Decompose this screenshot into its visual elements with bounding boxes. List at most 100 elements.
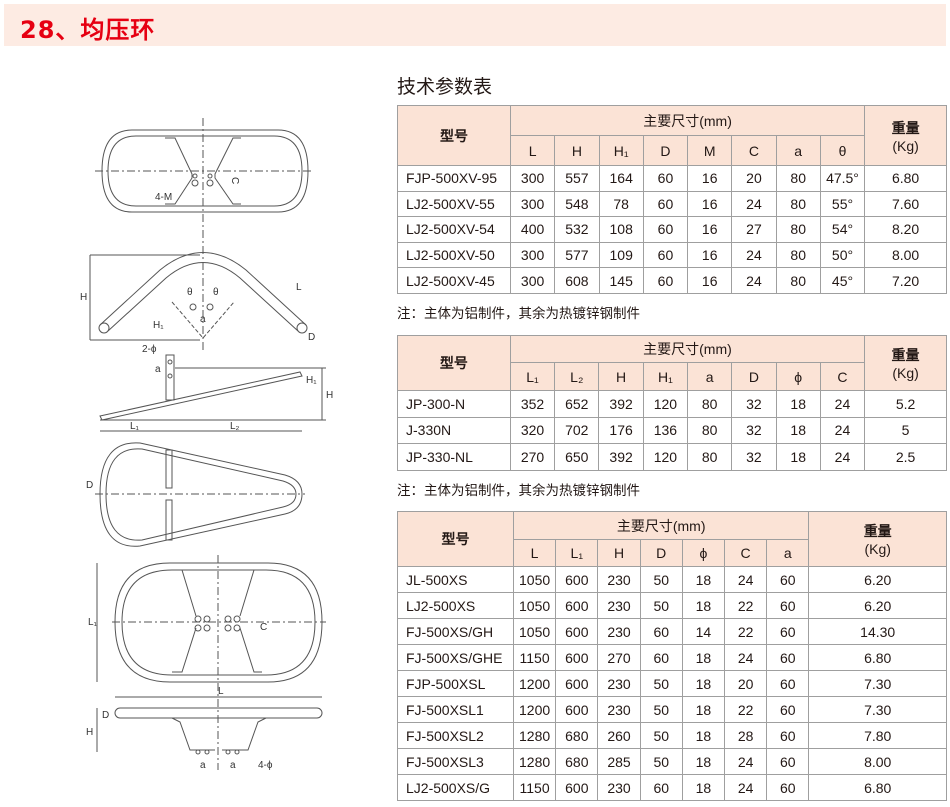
column-header: ϕ: [681, 539, 726, 567]
dimension-cell: 1050: [512, 592, 557, 619]
dimension-cell: 18: [681, 670, 726, 697]
dimension-cell: 270: [509, 443, 556, 471]
dimension-cell: 1050: [512, 566, 557, 593]
dimension-cell: 22: [724, 696, 768, 723]
dimension-cell: 18: [681, 566, 726, 593]
dimension-cell: 260: [597, 722, 641, 749]
model-cell: FJ-500XSL3: [397, 748, 514, 775]
dimension-cell: 600: [555, 670, 599, 697]
dimension-cell: 650: [554, 443, 600, 471]
column-header: D: [731, 362, 777, 391]
spec-table-heading: 技术参数表: [397, 76, 493, 98]
column-header: H₁: [642, 362, 689, 391]
model-cell: FJ-500XS/GH: [397, 618, 514, 645]
column-header: L: [509, 135, 556, 166]
dimension-cell: 80: [687, 390, 733, 418]
column-header: H₁: [598, 135, 644, 166]
drawing-slant-view: 2-ϕ a H₁ H: [99, 344, 333, 421]
label-d: D: [86, 480, 93, 491]
dimension-cell: 1150: [512, 644, 557, 671]
dimension-cell: 230: [597, 618, 641, 645]
dimension-cell: 22: [724, 592, 768, 619]
dimension-cell: 60: [766, 592, 810, 619]
weight-header: 重量(Kg): [808, 511, 947, 567]
model-cell: LJ2-500XV-55: [397, 190, 511, 218]
label-a-right: a: [230, 760, 236, 771]
dimension-cell: 24: [731, 241, 777, 269]
dimension-cell: 60: [639, 644, 683, 671]
dimension-cell: 1280: [512, 722, 557, 749]
dimension-cell: 60: [766, 722, 810, 749]
dimension-cell: 532: [554, 216, 600, 243]
dimension-cell: 18: [681, 748, 726, 775]
dimension-cell: 32: [731, 390, 777, 418]
dimension-cell: 680: [555, 722, 599, 749]
dimension-cell: 18: [681, 774, 726, 801]
dimension-cell: 80: [775, 216, 821, 243]
weight-cell: 6.20: [808, 566, 947, 593]
table-1-note: 注：主体为铝制件，其余为热镀锌钢制件: [397, 306, 640, 322]
weight-cell: 7.30: [808, 670, 947, 697]
dimension-cell: 60: [766, 774, 810, 801]
drawing-teardrop-view: L₁ L₂ D: [86, 421, 305, 547]
column-header: θ: [819, 135, 866, 166]
model-cell: JP-300-N: [397, 390, 511, 418]
label-l: L: [296, 282, 302, 293]
column-header: C: [819, 362, 866, 391]
drawing-ring-arc-view: H H₁ θ θ a L D: [80, 252, 315, 343]
section-title-bar: 28、均压环: [4, 4, 946, 46]
dimension-cell: 24: [731, 267, 777, 294]
drawing-large-ring-side-view: D H a a 4-ϕ: [86, 707, 323, 771]
dimension-cell: 176: [598, 416, 644, 444]
dimension-cell: 50: [639, 748, 683, 775]
dimension-cell: 60: [766, 748, 810, 775]
dimension-cell: 230: [597, 566, 641, 593]
dimension-cell: 548: [554, 190, 600, 218]
dimension-cell: 300: [509, 190, 556, 218]
column-header: L: [512, 539, 557, 567]
weight-cell: 14.30: [808, 618, 947, 645]
weight-cell: 6.80: [808, 644, 947, 671]
label-l1: L₁: [130, 421, 140, 432]
weight-header: 重量(Kg): [864, 105, 947, 166]
dimension-cell: 18: [681, 722, 726, 749]
dimension-cell: 18: [681, 644, 726, 671]
dimension-cell: 55°: [819, 190, 866, 218]
dimension-cell: 230: [597, 592, 641, 619]
weight-cell: 6.80: [864, 165, 947, 192]
model-cell: JL-500XS: [397, 566, 514, 593]
dimension-cell: 1050: [512, 618, 557, 645]
column-header: H: [554, 135, 600, 166]
dimension-cell: 320: [509, 416, 556, 444]
label-c: C: [260, 622, 267, 633]
label-a: a: [200, 314, 206, 325]
label-c: C: [229, 177, 240, 184]
dimension-cell: 392: [598, 390, 644, 418]
dimension-cell: 27: [731, 216, 777, 243]
dimension-cell: 80: [687, 443, 733, 471]
dimension-cell: 600: [555, 592, 599, 619]
dimension-cell: 230: [597, 696, 641, 723]
dimension-cell: 24: [724, 566, 768, 593]
column-header: a: [687, 362, 733, 391]
column-header: L₂: [554, 362, 600, 391]
dimension-cell: 352: [509, 390, 556, 418]
dimension-cell: 60: [766, 670, 810, 697]
column-header: C: [731, 135, 777, 166]
label-h: H: [86, 727, 93, 738]
model-header: 型号: [397, 105, 511, 166]
column-header: H: [597, 539, 641, 567]
column-header: C: [724, 539, 768, 567]
dimension-cell: 80: [775, 190, 821, 218]
dimension-cell: 24: [731, 190, 777, 218]
column-header: a: [766, 539, 810, 567]
label-d: D: [102, 710, 109, 721]
label-theta-left: θ: [187, 287, 193, 298]
